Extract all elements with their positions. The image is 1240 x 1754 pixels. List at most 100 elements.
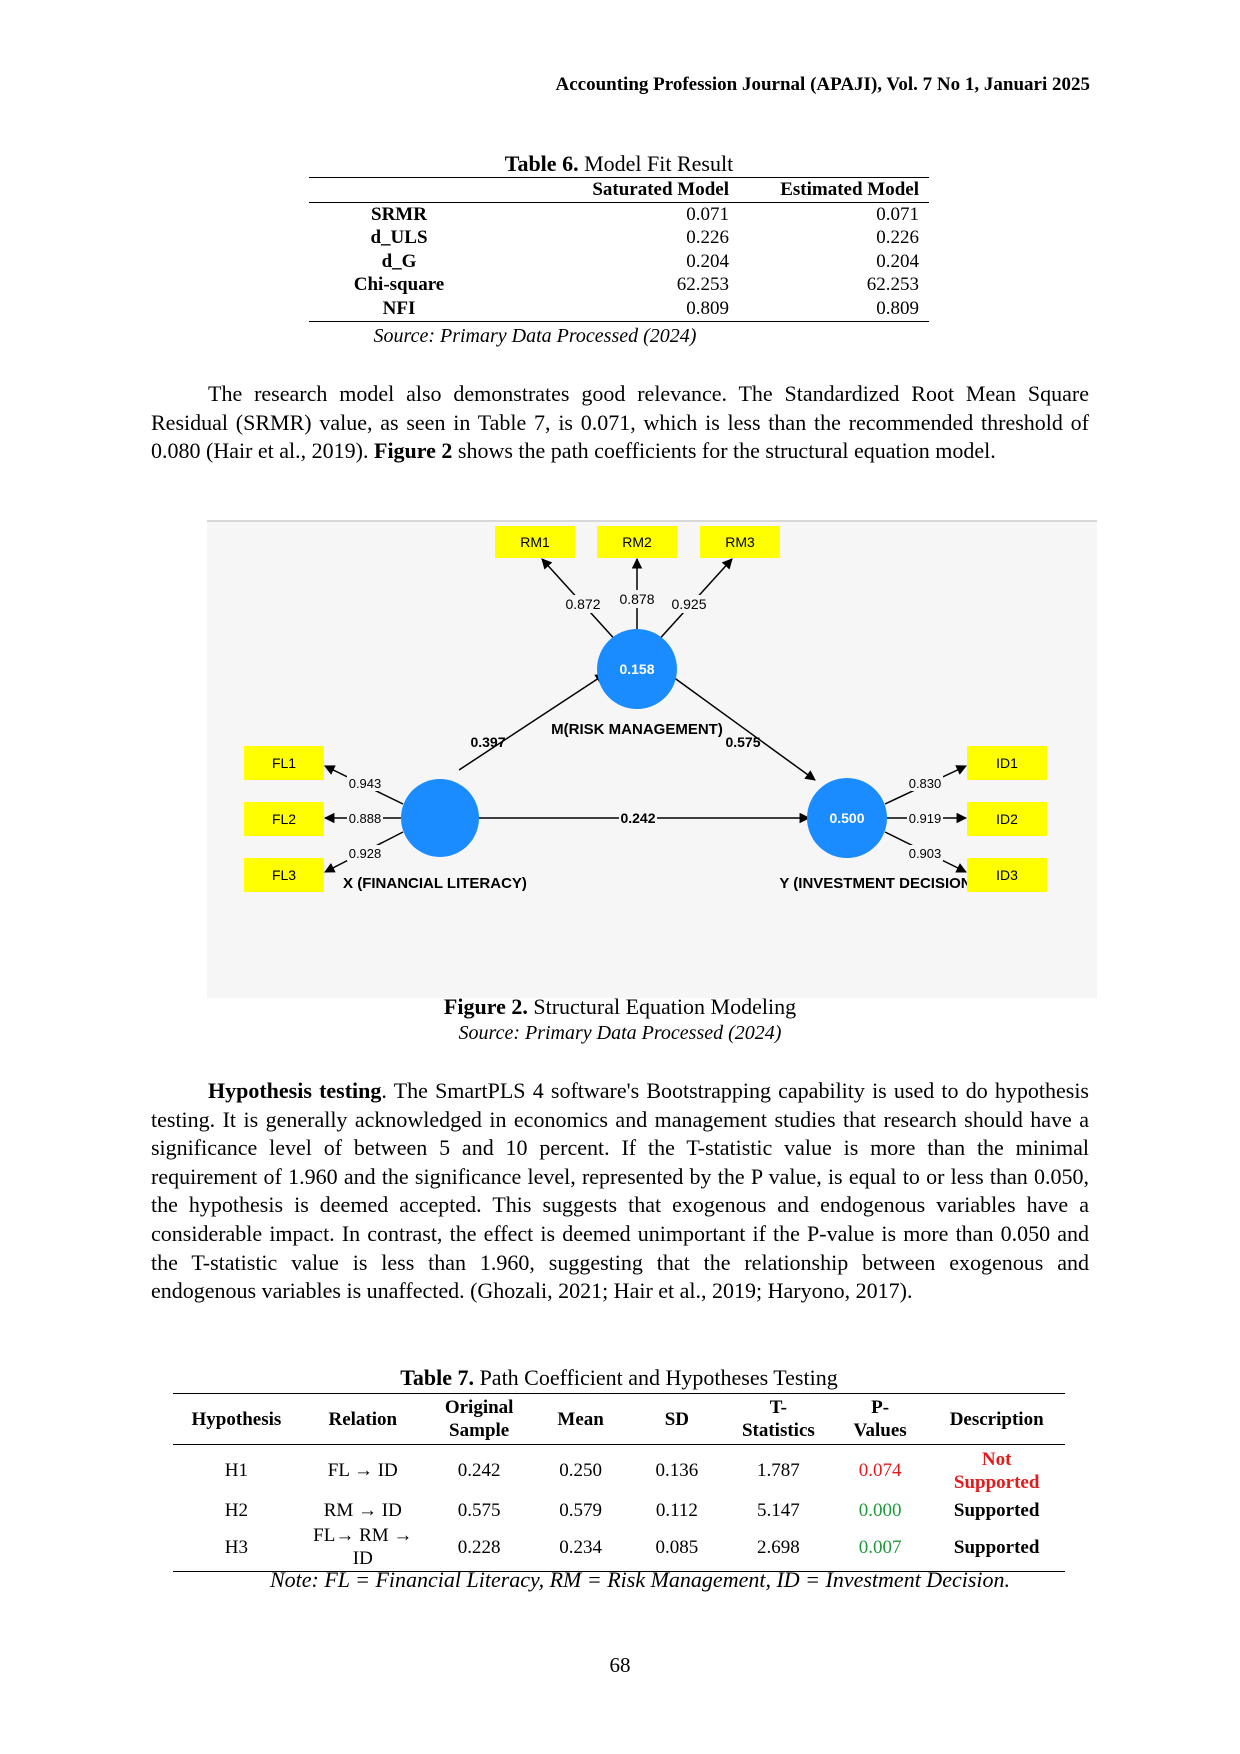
table7-cell-mean: 0.579 bbox=[559, 1499, 603, 1521]
para1-text-1: The research model also demonstrates goo… bbox=[151, 381, 1089, 464]
table6-row-label: SRMR bbox=[371, 203, 427, 225]
para1-text-2: shows the path coefficients for the stru… bbox=[452, 438, 996, 464]
para2-text: . The SmartPLS 4 software's Bootstrappin… bbox=[151, 1078, 1089, 1304]
table6-cell-saturated: 0.226 bbox=[686, 227, 729, 249]
indicator-id1-box bbox=[967, 746, 1047, 780]
path-arrow-m-y bbox=[668, 673, 816, 781]
table7-header-description: Description bbox=[928, 1393, 1065, 1445]
indicator-rm1: RM1 bbox=[495, 526, 575, 558]
loading-rm2: 0.878 bbox=[619, 591, 654, 607]
construct-y-label: Y (INVESTMENT DECISION) bbox=[779, 875, 976, 892]
table7-cell-t: 1.787 bbox=[756, 1460, 800, 1482]
indicator-fl2-label: FL2 bbox=[272, 811, 296, 827]
table6-header-saturated: Saturated Model bbox=[489, 177, 739, 203]
indicator-fl1-box bbox=[244, 746, 324, 780]
table6-cell-estimated: 0.071 bbox=[876, 203, 919, 225]
loading-rm1: 0.872 bbox=[565, 596, 600, 612]
table7-header-p: P-Values bbox=[831, 1393, 929, 1445]
indicator-id3-label: ID3 bbox=[996, 867, 1018, 883]
header-line: P- bbox=[871, 1397, 890, 1418]
table7-caption: Table 7. Path Coefficient and Hypotheses… bbox=[173, 1365, 1065, 1391]
table7-header-mean: Mean bbox=[532, 1393, 629, 1445]
table-row: d_G 0.204 0.204 bbox=[309, 250, 929, 274]
table7-caption-text: Path Coefficient and Hypotheses Testing bbox=[479, 1365, 838, 1390]
indicator-rm1-label: RM1 bbox=[520, 534, 550, 550]
path-coef-x-m: 0.397 bbox=[470, 734, 505, 750]
header-line: T- bbox=[769, 1397, 787, 1418]
page-number: 68 bbox=[609, 1653, 631, 1677]
table6-caption-text: Model Fit Result bbox=[584, 151, 734, 176]
para2-bold-heading: Hypothesis testing bbox=[208, 1078, 382, 1103]
label-bg bbox=[907, 845, 943, 861]
indicator-rm3-box bbox=[700, 526, 780, 558]
table6-row-label: d_ULS bbox=[370, 227, 428, 249]
table7-cell-original: 0.575 bbox=[457, 1499, 501, 1521]
header-line: Original bbox=[444, 1397, 514, 1418]
sem-diagram-svg: RM1 RM2 RM3 0.872 0.878 0.925 0.242 0.39… bbox=[244, 526, 1047, 892]
table6-model-fit: Saturated Model Estimated Model SRMR 0.0… bbox=[309, 177, 929, 322]
table7-cell-hypothesis: H2 bbox=[224, 1499, 249, 1521]
table7-cell-relation: RM → ID bbox=[323, 1499, 402, 1521]
header-line: Values bbox=[853, 1420, 907, 1441]
indicator-id1-label: ID1 bbox=[996, 755, 1018, 771]
r-squared-y: 0.500 bbox=[829, 810, 864, 826]
paragraph-hypothesis-testing: Hypothesis testing. The SmartPLS 4 softw… bbox=[151, 1077, 1089, 1306]
construct-x-circle bbox=[401, 779, 479, 857]
indicator-fl2-box bbox=[244, 802, 324, 836]
indicator-id3-box bbox=[967, 858, 1047, 892]
table7-caption-label: Table 7. bbox=[400, 1365, 475, 1390]
table7-cell-p: 0.000 bbox=[858, 1499, 902, 1521]
figure-caption: Figure 2. Structural Equation Modeling bbox=[300, 994, 940, 1020]
table6-caption: Table 6. Model Fit Result bbox=[309, 151, 929, 177]
table7-cell-t: 2.698 bbox=[724, 1523, 832, 1572]
relation-line: ID bbox=[352, 1548, 373, 1570]
table-row: H3 FL→ RM →ID 0.228 0.234 0.085 2.698 0.… bbox=[173, 1523, 1065, 1572]
header-line: Sample bbox=[449, 1420, 510, 1441]
relation-line: FL→ RM → bbox=[313, 1525, 413, 1547]
label-bg bbox=[347, 775, 383, 791]
loading-id1: 0.830 bbox=[909, 776, 942, 791]
indicator-rm2: RM2 bbox=[597, 526, 677, 558]
construct-x-label: X (FINANCIAL LITERACY) bbox=[343, 875, 527, 892]
table7-cell-p: 0.074 bbox=[858, 1460, 902, 1482]
table7-cell-description: Supported bbox=[953, 1499, 1040, 1521]
running-header: Accounting Profession Journal (APAJI), V… bbox=[555, 74, 1091, 95]
table6-row-label: d_G bbox=[381, 250, 417, 272]
table-row: d_ULS 0.226 0.226 bbox=[309, 226, 929, 250]
table6-caption-label: Table 6. bbox=[504, 151, 579, 176]
table7-header-sd: SD bbox=[628, 1393, 725, 1445]
indicator-id2-box bbox=[967, 802, 1047, 836]
indicator-rm3: RM3 bbox=[700, 526, 780, 558]
table7-note: Note: FL = Financial Literacy, RM = Risk… bbox=[269, 1567, 1011, 1592]
table6-cell-estimated: 62.253 bbox=[866, 274, 919, 296]
indicator-fl3-label: FL3 bbox=[272, 867, 296, 883]
r-squared-m: 0.158 bbox=[619, 661, 654, 677]
label-bg bbox=[907, 810, 943, 826]
table-row: NFI 0.809 0.809 bbox=[309, 296, 929, 322]
label-bg bbox=[907, 775, 943, 791]
table6-header-estimated: Estimated Model bbox=[739, 177, 929, 203]
desc-line: Supported bbox=[953, 1471, 1040, 1493]
table7-cell-hypothesis: H1 bbox=[224, 1460, 249, 1482]
table7-cell-relation: FL → ID bbox=[327, 1460, 398, 1482]
table6-cell-estimated: 0.226 bbox=[876, 227, 919, 249]
table-row: H2 RM → ID 0.575 0.579 0.112 5.147 0.000… bbox=[173, 1497, 1065, 1524]
path-arrow-x-m bbox=[458, 673, 606, 771]
label-bg bbox=[668, 595, 710, 613]
table7-header-t: T-Statistics bbox=[724, 1393, 832, 1445]
table6-cell-saturated: 62.253 bbox=[676, 274, 729, 296]
table-row: SRMR 0.071 0.071 bbox=[309, 202, 929, 226]
table7-cell-p: 0.007 bbox=[831, 1523, 929, 1572]
figure-sem-diagram: RM1 RM2 RM3 0.872 0.878 0.925 0.242 0.39… bbox=[207, 520, 1097, 998]
table7-cell-sd: 0.136 bbox=[655, 1460, 699, 1482]
table7-cell-sd: 0.112 bbox=[655, 1499, 698, 1521]
table7-cell-original: 0.228 bbox=[425, 1523, 533, 1572]
construct-m-label: M(RISK MANAGEMENT) bbox=[551, 721, 723, 738]
loading-id2: 0.919 bbox=[909, 811, 942, 826]
table-row: Chi-square 62.253 62.253 bbox=[309, 273, 929, 297]
table7-header-hypothesis: Hypothesis bbox=[173, 1393, 300, 1445]
table7-header-relation: Relation bbox=[299, 1393, 426, 1445]
paragraph-model-relevance: The research model also demonstrates goo… bbox=[151, 380, 1089, 466]
